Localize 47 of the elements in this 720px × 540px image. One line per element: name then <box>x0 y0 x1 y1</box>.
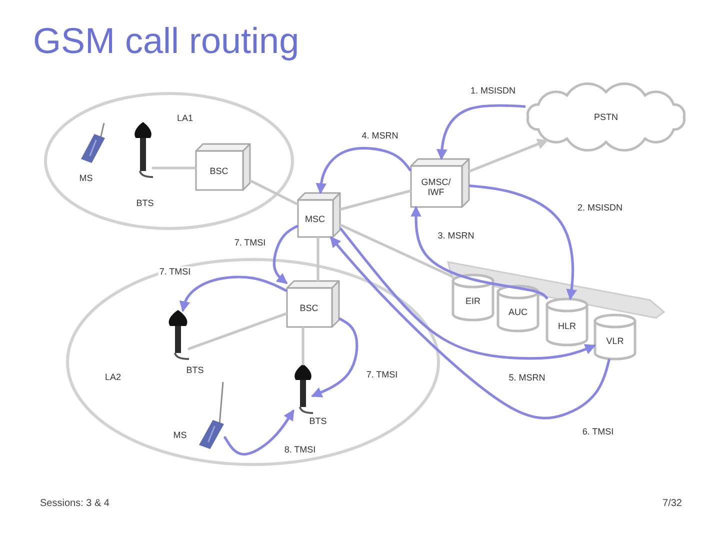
node-label: MSC <box>305 214 325 224</box>
arrow <box>468 138 548 172</box>
edge-label: 7. TMSI <box>158 266 192 278</box>
arrow <box>272 224 298 284</box>
node-label: BSC <box>300 303 318 313</box>
device-label: MS <box>79 173 93 183</box>
edge-label: 6. TMSI <box>581 426 615 438</box>
edge-label: 5. MSRN <box>508 372 546 384</box>
edge-label: 7. TMSI <box>365 370 399 380</box>
slide-title: GSM call routing <box>33 20 300 62</box>
connector-line <box>340 190 412 210</box>
connector-line <box>316 236 320 282</box>
edge-label: 2. MSISDN <box>576 202 624 214</box>
device-label: BTS <box>136 198 154 208</box>
connector-line <box>250 180 298 206</box>
database-label: EIR <box>466 296 480 306</box>
arrow <box>468 184 577 300</box>
database-label: AUC <box>508 307 528 317</box>
arrow <box>436 104 526 160</box>
device-label: BTS <box>186 365 204 375</box>
database-label: VLR <box>606 336 624 346</box>
network-label: PSTN <box>594 112 618 122</box>
edge-label: 3. MSRN <box>436 230 476 242</box>
device-label: BTS <box>309 416 327 426</box>
area-label: LA2 <box>105 372 121 382</box>
connector-line <box>188 312 288 350</box>
edge-label: 4. MSRN <box>360 130 400 142</box>
connector-line <box>152 166 196 170</box>
area-label: LA1 <box>177 113 193 123</box>
arrow <box>330 236 610 420</box>
arrow <box>179 276 288 312</box>
arrow <box>311 318 358 398</box>
node-label: GMSC/ IWF <box>420 177 452 197</box>
arrow <box>340 228 596 360</box>
database-label: HLR <box>558 320 576 330</box>
node-label: BSC <box>210 166 228 176</box>
edge-label: 1. MSISDN <box>470 86 516 96</box>
device-label: MS <box>173 430 187 440</box>
connector-line <box>302 326 304 366</box>
arrow <box>410 206 548 300</box>
edge-label: 8. TMSI <box>283 444 317 456</box>
edge-label: 7. TMSI <box>233 238 267 248</box>
arrow <box>224 409 294 456</box>
footer-text: Sessions: 3 & 4 <box>40 498 110 510</box>
footer-text: 7/32 <box>662 498 682 510</box>
connector-line <box>340 224 454 278</box>
arrow <box>316 146 412 194</box>
